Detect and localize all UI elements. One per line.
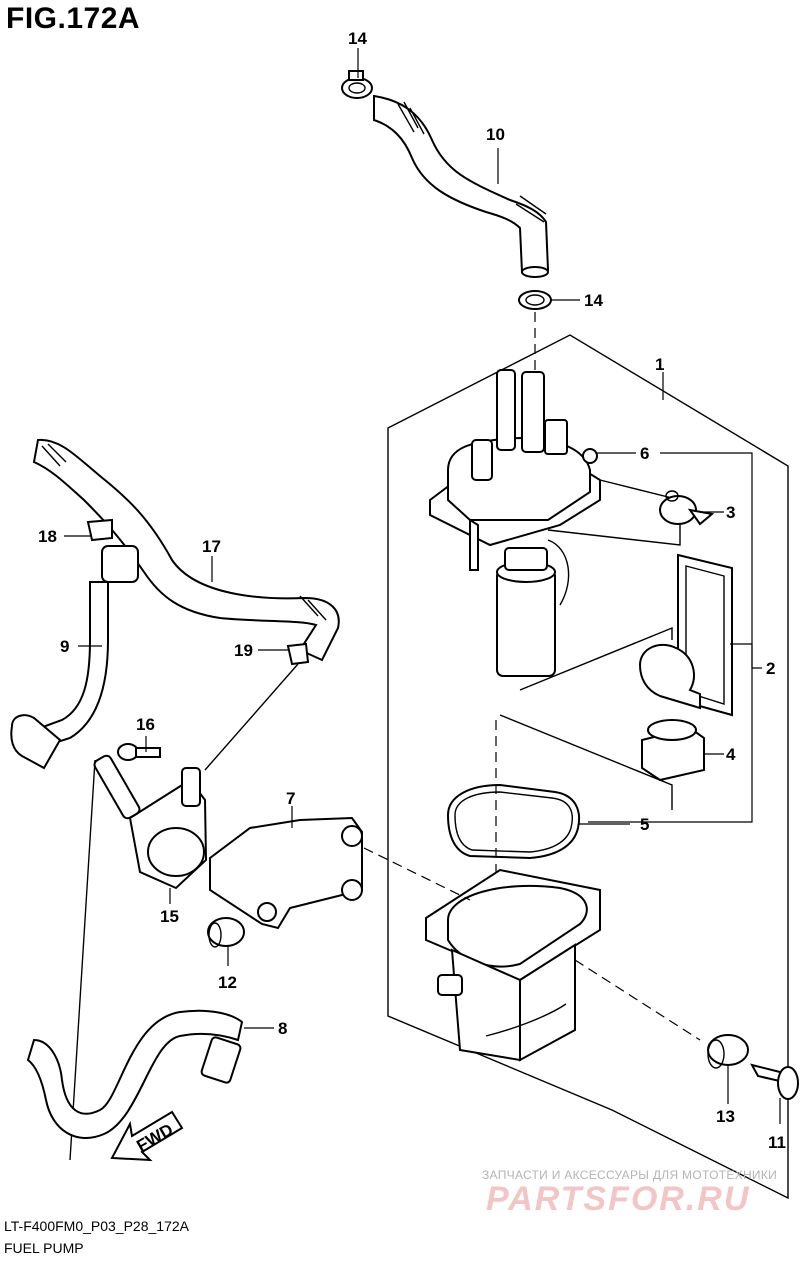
callout-16: 16: [136, 715, 155, 752]
callout-17: 17: [202, 537, 221, 582]
figure-name: FUEL PUMP: [4, 1240, 84, 1256]
callout-7: 7: [286, 789, 295, 828]
callout-1: 1: [655, 355, 664, 400]
callout-15: 15: [160, 888, 179, 926]
part-2-filter: [638, 553, 733, 717]
callout-5: 5: [578, 815, 649, 834]
watermark-logo: PARTSFOR.RU: [486, 1180, 751, 1218]
svg-text:1: 1: [655, 355, 664, 374]
part-15-fitting: [93, 754, 208, 890]
svg-text:18: 18: [38, 527, 57, 546]
part-16-bolt: [117, 743, 161, 761]
part-4-holder: [641, 719, 705, 782]
callout-4: 4: [704, 745, 736, 764]
figure-title: FIG.172A: [6, 2, 141, 35]
part-18-clip: [86, 518, 113, 542]
callout-10: 10: [486, 125, 505, 184]
callout-2: 2: [730, 643, 775, 678]
pump-motor: [496, 539, 570, 677]
svg-text:8: 8: [278, 1019, 287, 1038]
svg-text:6: 6: [640, 444, 649, 463]
assembly-box-1: [387, 334, 789, 1200]
figure-code: LT-F400FM0_P03_P28_172A: [4, 1218, 189, 1234]
callout-11: 11: [768, 1098, 786, 1152]
svg-text:11: 11: [768, 1133, 786, 1152]
callout-13: 13: [716, 1066, 735, 1126]
clamp-14-bottom: [518, 290, 552, 310]
svg-text:7: 7: [286, 789, 295, 808]
svg-text:15: 15: [160, 907, 179, 926]
part-13-grommet: [707, 1034, 749, 1069]
watermark-subtitle: ЗАПЧАСТИ И АКСЕССУАРЫ ДЛЯ МОТОТЕХНИКИ: [482, 1168, 778, 1182]
callout-9: 9: [60, 637, 102, 656]
part-3-grommet: [659, 490, 715, 526]
svg-text:14: 14: [348, 29, 367, 48]
svg-text:17: 17: [202, 537, 221, 556]
pump-cap-assembly: [429, 369, 601, 571]
hose-10: [373, 94, 550, 278]
callout-14-bottom: 14: [551, 291, 603, 310]
part-19-clip: [286, 642, 310, 666]
callout-8: 8: [244, 1019, 287, 1038]
callout-18: 18: [38, 527, 92, 546]
svg-text:9: 9: [60, 637, 69, 656]
svg-text:2: 2: [766, 659, 775, 678]
callout-12: 12: [218, 946, 237, 992]
callout-14-top: 14: [348, 29, 367, 78]
part-5-gasket: [446, 783, 580, 860]
callout-6: 6: [588, 444, 753, 823]
svg-text:19: 19: [234, 641, 253, 660]
harness-9: [10, 545, 139, 770]
part-7-bracket: [209, 816, 363, 930]
fuel-tank-housing: [425, 868, 601, 1062]
callout-19: 19: [234, 641, 288, 660]
part-11-bolt: [750, 1063, 799, 1100]
svg-text:3: 3: [726, 503, 735, 522]
callout-3: 3: [700, 503, 735, 522]
clamp-14-top: [341, 70, 373, 99]
svg-text:16: 16: [136, 715, 155, 734]
hose-17: [32, 438, 340, 662]
part-12-grommet: [207, 917, 245, 948]
svg-text:12: 12: [218, 973, 237, 992]
svg-text:4: 4: [726, 745, 736, 764]
svg-text:10: 10: [486, 125, 505, 144]
svg-text:5: 5: [640, 815, 649, 834]
svg-text:14: 14: [584, 291, 603, 310]
harness-8: [26, 1009, 244, 1139]
svg-text:13: 13: [716, 1107, 735, 1126]
